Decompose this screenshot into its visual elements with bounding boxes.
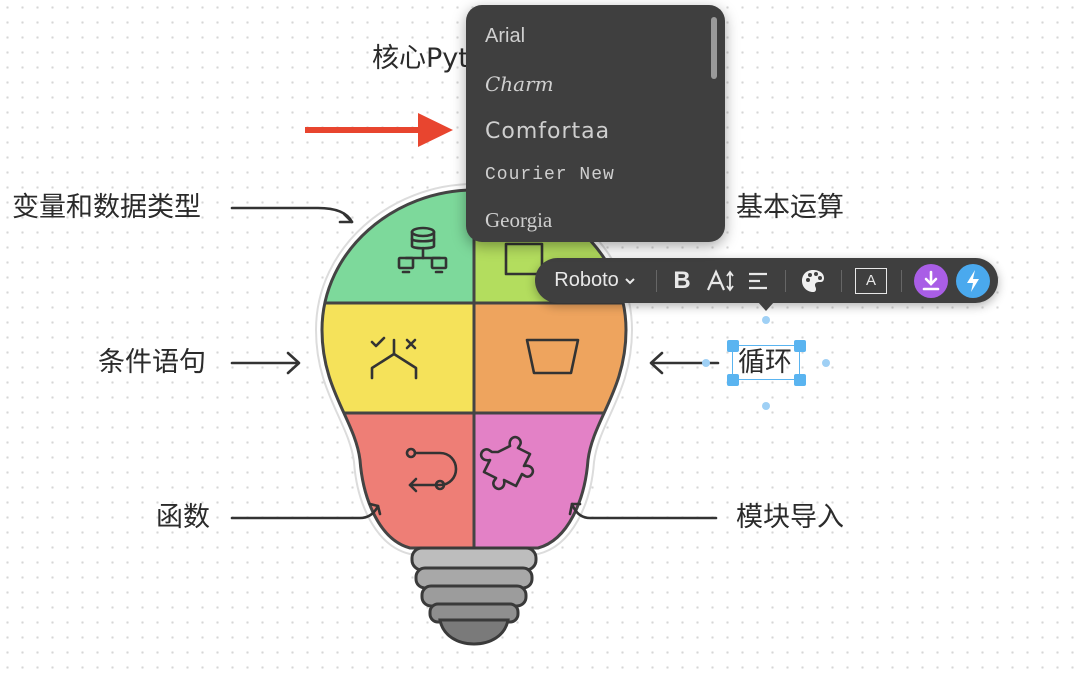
resize-handle-top-right[interactable]: [794, 340, 806, 352]
font-family-value: Roboto: [554, 269, 619, 292]
toolbar-divider: [785, 270, 786, 292]
font-family-menu: Arial Charm Comfortaa Courier New Georgi…: [466, 5, 725, 242]
page-title[interactable]: 核心Pyt: [372, 36, 469, 75]
chevron-down-icon: [624, 275, 636, 287]
font-menu-scrollbar[interactable]: [711, 17, 717, 79]
color-button[interactable]: [797, 258, 829, 303]
label-variables[interactable]: 变量和数据类型: [12, 194, 201, 221]
text-selection-box[interactable]: [732, 345, 800, 380]
arrow-functions: [232, 506, 378, 518]
font-size-icon: [705, 268, 735, 294]
toolbar-divider: [841, 270, 842, 292]
font-option-comfortaa[interactable]: Comfortaa: [485, 119, 610, 144]
label-modules[interactable]: 模块导入: [736, 504, 844, 531]
resize-handle-bottom-right[interactable]: [794, 374, 806, 386]
label-operations[interactable]: 基本运算: [736, 194, 844, 221]
text-format-toolbar: Roboto B A: [535, 258, 998, 303]
arrow-variables: [232, 208, 352, 222]
toolbar-pointer: [758, 302, 774, 311]
connect-point-right[interactable]: [822, 359, 830, 367]
toolbar-divider: [656, 270, 657, 292]
palette-icon: [800, 268, 826, 294]
ai-action-button[interactable]: [955, 258, 991, 303]
align-left-icon: [746, 270, 770, 292]
font-option-georgia[interactable]: Georgia: [485, 208, 552, 233]
arrow-modules: [572, 504, 716, 518]
text-style-button[interactable]: A: [853, 258, 889, 303]
label-conditionals[interactable]: 条件语句: [98, 349, 206, 376]
connect-point-bottom[interactable]: [762, 402, 770, 410]
label-functions[interactable]: 函数: [156, 504, 210, 531]
red-pointer-arrow: [305, 113, 453, 147]
text-box-icon: A: [855, 268, 887, 294]
download-button[interactable]: [913, 258, 949, 303]
connect-point-top[interactable]: [762, 316, 770, 324]
connect-point-left[interactable]: [702, 359, 710, 367]
font-size-button[interactable]: [703, 258, 737, 303]
resize-handle-bottom-left[interactable]: [727, 374, 739, 386]
bold-button[interactable]: B: [667, 258, 697, 303]
font-option-courier-new[interactable]: Courier New: [485, 165, 615, 185]
text-align-button[interactable]: [743, 258, 773, 303]
resize-handle-top-left[interactable]: [727, 340, 739, 352]
bold-icon: B: [673, 267, 690, 295]
lightning-icon: [956, 264, 990, 298]
font-option-charm[interactable]: Charm: [485, 72, 554, 96]
download-icon: [914, 264, 948, 298]
font-option-arial[interactable]: Arial: [485, 25, 525, 48]
bulb-base: [412, 548, 536, 644]
toolbar-divider: [901, 270, 902, 292]
font-family-dropdown[interactable]: Roboto: [543, 258, 647, 303]
